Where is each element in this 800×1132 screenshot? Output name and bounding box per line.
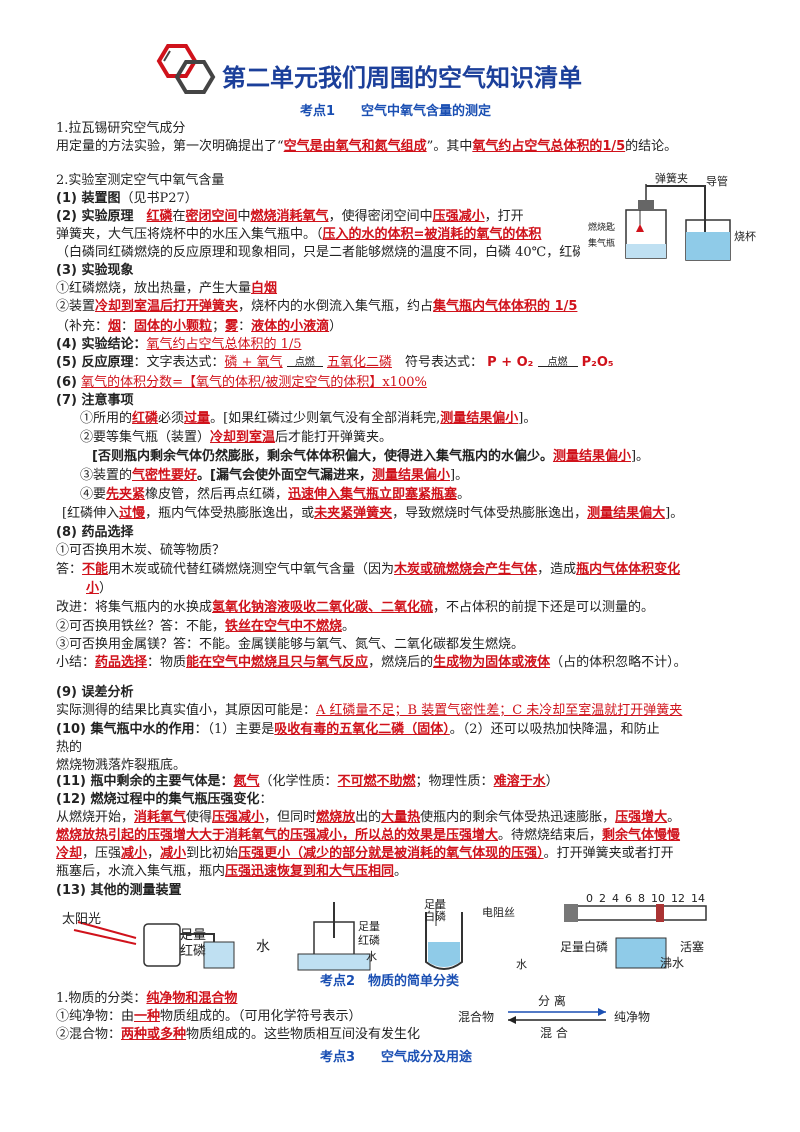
s2-a12: (12) 燃烧过程中的集气瓶压强变化： [56,792,273,807]
section-heading-2: 考点2 物质的简单分类 [320,974,460,989]
s2-a3l2: ②装置冷却到室温后打开弹簧夹，烧杯内的水倒流入集气瓶，约占集气瓶内气体体积的 1… [56,299,578,314]
s3-l2: ②混合物：两种或多种物质组成的。这些物质相互间没有发生化 [56,1027,421,1042]
s2-a2b: 弹簧夹，大气压将烧杯中的水压入集气瓶中。（压入的水的体积=被消耗的氧气的体积 [56,227,542,242]
f1-label-b: 红磷 [180,944,207,959]
s2-a10: (10) 集气瓶中水的作用：（1）主要是吸收有毒的五氧化二磷（固体）。（2）还可… [56,722,660,737]
s1-head: 1.拉瓦锡研究空气成分 [56,121,186,136]
s2-a2: (2) 实验原理 红磷在密闭空间中燃烧消耗氧气，使得密闭空间中压强减小，打开 [56,209,524,224]
f3-label-b: 白磷 [424,910,446,923]
f2-water: 水 [366,950,377,963]
s2-a12l3: 冷却，压强减小，减小到比初始压强更小（减少的部分就是被消耗的氧气体现的压强）。打… [56,846,674,861]
tick: 12 [671,892,685,905]
apparatus-figure-top [625,184,731,261]
s2-a7l4: ③装置的气密性要好。[漏气会使外面空气漏进来，测量结果偏小]。 [80,468,469,483]
s2-a8l1: ①可否换用木炭、硫等物质？ [56,543,226,558]
tick: 6 [625,892,632,905]
f3-wire: 电阻丝 [482,906,515,919]
s2-a10d: 燃烧物溅落炸裂瓶底。 [56,758,187,773]
tick: 10 [651,892,665,905]
s2-a7: (7) 注意事项 [56,393,134,408]
f2-label-b: 红磷 [358,934,380,947]
s2-a2c: （白磷同红磷燃烧的反应原理和现象相同，只是二者能够燃烧的温度不同，白磷 40℃，… [56,245,580,260]
classification-diagram: 分 离 混合物 纯净物 混 合 [458,992,698,1040]
label-mixture: 混合物 [458,1010,495,1024]
s2-head: 2.实验室测定空气中氧气含量 [56,173,225,188]
f4-label-a: 足量白磷 [560,940,609,954]
tick: 2 [599,892,606,905]
label-tube: 导管 [706,175,728,188]
f3-water: 水 [516,958,527,971]
section-heading-3: 考点3 空气成分及用途 [320,1050,473,1065]
f2-label-a: 足量 [358,920,380,933]
s2-a1: (1) 装置图（见书P27） [56,191,198,206]
label-spring-clip: 弹簧夹 [655,172,688,185]
benzene-logo [156,44,216,94]
s2-a12l1: 从燃烧开始，消耗氧气使得压强减小，但同时燃烧放出的大量热使瓶内的剩余气体受热迅速… [56,810,681,825]
s2-a8l7: 小结：药品选择：物质能在空气中燃烧且只与氧气反应，燃烧后的生成物为固体或液体（占… [56,655,687,670]
condition-label-2: 点燃 [547,357,568,368]
s2-a8l6: ③可否换用金属镁？答：不能。金属镁能够与氧气、氮气、二氧化碳都发生燃烧。 [56,637,525,652]
s1-line: 用定量的方法实验，第一次明确提出了“空气是由氧气和氮气组成”。其中氧气约占空气总… [56,139,678,154]
s2-a3l1: ①红磷燃烧，放出热量，产生大量白烟 [56,281,278,296]
s2-a9: (9) 误差分析 [56,685,134,700]
s2-a8l3: 小） [86,581,113,596]
s3-head: 1.物质的分类：纯净物和混合物 [56,991,238,1006]
s2-a3l3: （补充：烟：固体的小颗粒；雾：液体的小液滴） [56,319,343,334]
tick: 8 [638,892,645,905]
s2-a8: (8) 药品选择 [56,525,134,540]
double-arrow-icon [508,1008,606,1024]
f1-sun: 太阳光 [62,912,102,927]
f3-label-a: 足量 [424,898,446,911]
s2-a10c: 热的 [56,740,83,755]
s2-a8l2: 答：不能用木炭或硫代替红磷燃烧测空气中氧气含量（因为木炭或硫燃烧会产生气体，造成… [56,562,681,577]
s2-a13: (13) 其他的测量装置 [56,883,182,898]
label-beaker: 烧杯 [734,230,756,243]
f1-label-a: 足量 [180,928,207,943]
f4-water: 沸水 [660,956,685,970]
s2-a12l2: 燃烧放热引起的压强增大大于消耗氧气的压强减小，所以总的效果是压强增大。待燃烧结束… [56,828,681,843]
s2-a4: (4) 实验结论：氧气约占空气总体积的 1/5 [56,337,302,352]
label-bottle: 集气瓶 [588,239,616,249]
label-pure: 纯净物 [614,1010,651,1024]
s2-a7l2: ②要等集气瓶（装置）冷却到室温后才能打开弹簧夹。 [80,430,393,445]
label-spoon: 燃烧匙 [588,223,616,233]
apparatus-figures-row [73,902,707,971]
s2-a11: (11) 瓶中剩余的主要气体是：氮气（化学性质：不可燃不助燃；物理性质：难溶于水… [56,774,559,789]
arrow-label-bottom: 混 合 [540,1026,568,1040]
condition-label-1: 点燃 [294,357,315,368]
s2-a6: (6) 氧气的体积分数=【氧气的体积/被测定空气的体积】x100% [56,375,427,390]
tick: 0 [586,892,593,905]
s2-a8l4: 改进：将集气瓶内的水换成氢氧化钠溶液吸收二氧化碳、二氧化硫，不占体积的前提下还是… [56,600,655,615]
s2-a5: (5) 反应原理：文字表达式：磷 + 氧气 点燃 五氧化二磷 符号表达式： P … [56,355,614,370]
s2-a7l5: ④要先夹紧橡皮管，然后再点红磷，迅速伸入集气瓶立即塞紧瓶塞。 [80,487,471,502]
s3-l1: ①纯净物：由一种物质组成的。（可用化学符号表示） [56,1009,362,1024]
f4-piston: 活塞 [680,940,705,954]
s2-a7l6: [红磷伸入过慢，瓶内气体受热膨胀逸出，或未夹紧弹簧夹，导致燃烧时气体受热膨胀逸出… [62,506,684,521]
s2-a3: (3) 实验现象 [56,263,134,278]
s2-a12l4: 瓶塞后，水流入集气瓶，瓶内压强迅速恢复到和大气压相同。 [56,864,408,879]
page-title: 第二单元我们周围的空气知识清单 [222,64,582,92]
tick: 14 [691,892,705,905]
s2-a8l5: ②可否换用铁丝？答：不能，铁丝在空气中不燃烧。 [56,619,356,634]
section-heading-1: 考点1 空气中氧气含量的测定 [300,104,492,119]
s2-a7l1: ①所用的红磷必须过量。[如果红磷过少则氧气没有全部消耗完,测量结果偏小]。 [80,411,537,426]
tick: 4 [612,892,619,905]
s2-a9l1: 实际测得的结果比真实值小，其原因可能是：A 红磷量不足；B 装置气密性差；C 未… [56,703,683,718]
s2-a7l3: [否则瓶内剩余气体仍然膨胀，剩余气体体积偏大，使得进入集气瓶内的水偏少。测量结果… [92,449,650,464]
f1-water: 水 [256,939,270,955]
arrow-label-top: 分 离 [538,994,566,1008]
